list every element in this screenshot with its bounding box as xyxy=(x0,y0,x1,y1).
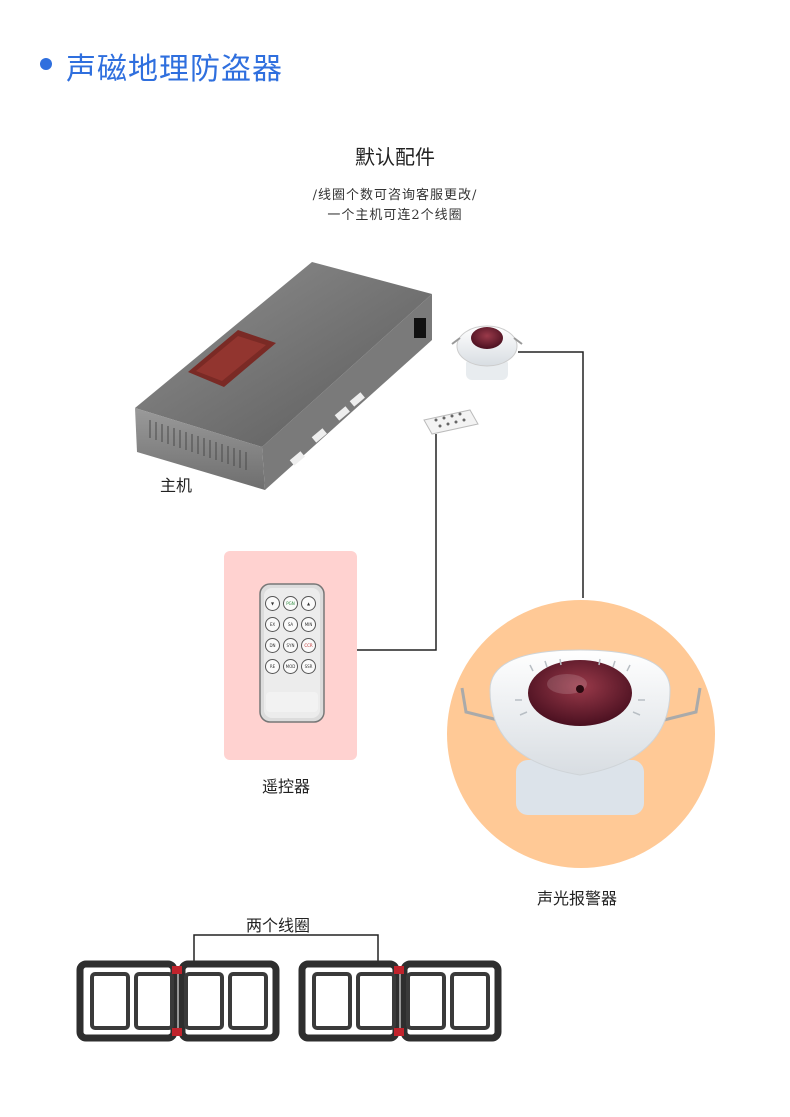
remote-connection-line xyxy=(357,434,437,651)
alarm-label: 声光报警器 xyxy=(537,889,618,908)
note-line-2: 一个主机可连2个线圈 xyxy=(327,208,463,223)
section-heading: 默认配件 xyxy=(355,145,435,169)
coils-label: 两个线圈 xyxy=(246,916,311,935)
small-remote-device xyxy=(423,409,479,435)
remote-button: ▼ xyxy=(265,596,280,611)
remote-button: MOD xyxy=(283,659,298,674)
bullet-dot xyxy=(40,58,52,70)
remote-button: ▲ xyxy=(301,596,316,611)
coil-pair xyxy=(76,960,502,1042)
host-side-face xyxy=(262,294,432,490)
coil-left xyxy=(76,960,280,1042)
host-label: 主机 xyxy=(160,476,193,495)
remote-button: RE xyxy=(265,659,280,674)
power-switch-icon xyxy=(414,318,426,338)
remote-bottom-area xyxy=(266,692,318,712)
sound-light-alarm xyxy=(460,649,702,815)
coil-bracket-line xyxy=(193,934,379,965)
remote-button: SA xyxy=(283,617,298,632)
remote-button: MIN xyxy=(301,617,316,632)
remote-button: SSR xyxy=(301,659,316,674)
note-line-1: /线圈个数可咨询客服更改/ xyxy=(312,188,478,203)
small-alarm-device xyxy=(451,325,523,380)
remote-button: SYN xyxy=(283,638,298,653)
host-port xyxy=(289,451,305,466)
host-unit xyxy=(135,262,432,490)
alarm-connection-line xyxy=(518,351,584,598)
page-title: 声磁地理防盗器 xyxy=(66,52,283,87)
remote-label: 遥控器 xyxy=(262,777,311,796)
remote-button: EX xyxy=(265,617,280,632)
connection-lines xyxy=(193,351,584,965)
remote-button: CCR xyxy=(301,638,316,653)
remote-button: DN xyxy=(265,638,280,653)
coil-right xyxy=(298,960,502,1042)
remote-button: PGN xyxy=(283,596,298,611)
host-top-face xyxy=(135,262,432,447)
